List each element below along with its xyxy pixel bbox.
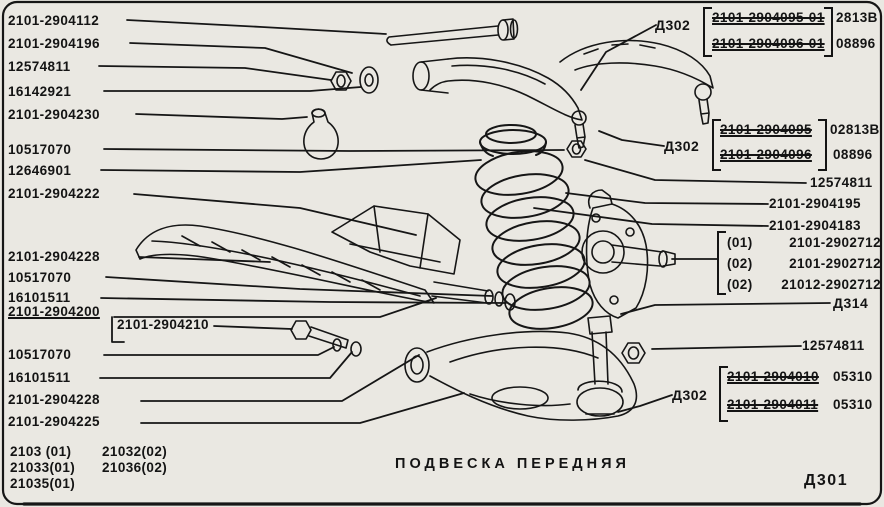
superseded-part-number: 2101-2904096: [720, 147, 812, 162]
model-code: 21036(02): [102, 460, 168, 475]
superseded-part-number: 2101-2904011: [727, 397, 819, 412]
part-label: 16101511: [8, 290, 71, 305]
replacement-code: 05310: [833, 369, 873, 384]
part-label: 12646901: [8, 163, 72, 178]
pivot-bolt: [386, 18, 519, 46]
bracket-left: [712, 119, 721, 171]
part-label: 2101-2904195: [769, 196, 861, 211]
arm-bolt: [290, 320, 362, 357]
ref-label-d302: Д302: [664, 138, 700, 154]
part-label: 10517070: [8, 142, 72, 157]
part-label: 2101-2904230: [8, 107, 100, 122]
crossmember: [135, 205, 516, 311]
replacement-code: 08896: [836, 36, 876, 51]
variant-row: (02) 2101-2902712: [727, 256, 881, 271]
variant-key: (01): [727, 235, 753, 250]
part-label: 12574811: [802, 338, 865, 353]
part-label: 12574811: [8, 59, 71, 74]
ref-label-d314: Д314: [833, 295, 869, 311]
superseded-part-number: 2101-2904095: [720, 122, 812, 137]
leader-lines: [98, 19, 831, 424]
part-label: 16142921: [8, 84, 72, 99]
page-code: Д301: [804, 472, 849, 489]
part-label: 12574811: [810, 175, 873, 190]
ref-label-d302: Д302: [655, 17, 691, 33]
variant-key: (02): [727, 256, 753, 271]
part-label: 2101-2904200: [8, 304, 100, 319]
part-label: 2101-2904196: [8, 36, 100, 51]
hex-nut-lower: [621, 342, 646, 364]
bracket-left: [717, 231, 726, 295]
part-label: 16101511: [8, 370, 71, 385]
variant-part-number: 2101-2902712: [789, 256, 881, 271]
variant-part-number: 21012-2902712: [781, 277, 881, 292]
part-label: 2101-2904222: [8, 186, 100, 201]
part-label: 2101-2904183: [769, 218, 861, 233]
bracket-right: [818, 119, 827, 171]
part-label: 2101-2904210: [117, 317, 209, 332]
superseded-part-number: 2101-2904010: [727, 369, 819, 384]
part-label: 10517070: [8, 347, 72, 362]
upper-control-arm: [412, 57, 587, 149]
variant-row: (02) 21012-2902712: [727, 277, 881, 292]
replacement-code: 02813В: [830, 122, 880, 137]
ref-label-d302: Д302: [672, 387, 708, 403]
model-code: 21035(01): [10, 476, 76, 491]
diagram-title: ПОДВЕСКА ПЕРЕДНЯЯ: [395, 456, 630, 472]
model-code: 21032(02): [102, 444, 168, 459]
hex-nut-upper: [566, 140, 587, 158]
superseded-part-number: 2101-2904096-01: [712, 36, 825, 51]
replacement-code: 05310: [833, 397, 873, 412]
part-label: 2101-2904112: [8, 13, 100, 28]
replacement-code: 2813В: [836, 10, 878, 25]
bracket-right: [824, 7, 833, 57]
variant-row: (01) 2101-2902712: [727, 235, 881, 250]
part-label: 2101-2904228: [8, 392, 100, 407]
part-label: 2101-2904228: [8, 249, 100, 264]
part-label: 2101-2904225: [8, 414, 100, 429]
replacement-code: 08896: [833, 147, 873, 162]
part-label: 10517070: [8, 270, 72, 285]
bracket-left: [703, 7, 712, 57]
steering-knuckle: [581, 189, 676, 319]
bracket-left: [719, 366, 728, 422]
model-code: 2103 (01): [10, 444, 72, 459]
superseded-part-number: 2101-2904095-01: [712, 10, 825, 25]
bump-stop-buffer: [303, 108, 339, 160]
variant-part-number: 2101-2902712: [789, 235, 881, 250]
model-code: 21033(01): [10, 460, 76, 475]
lower-control-arm: [404, 315, 638, 421]
variant-key: (02): [727, 277, 753, 292]
